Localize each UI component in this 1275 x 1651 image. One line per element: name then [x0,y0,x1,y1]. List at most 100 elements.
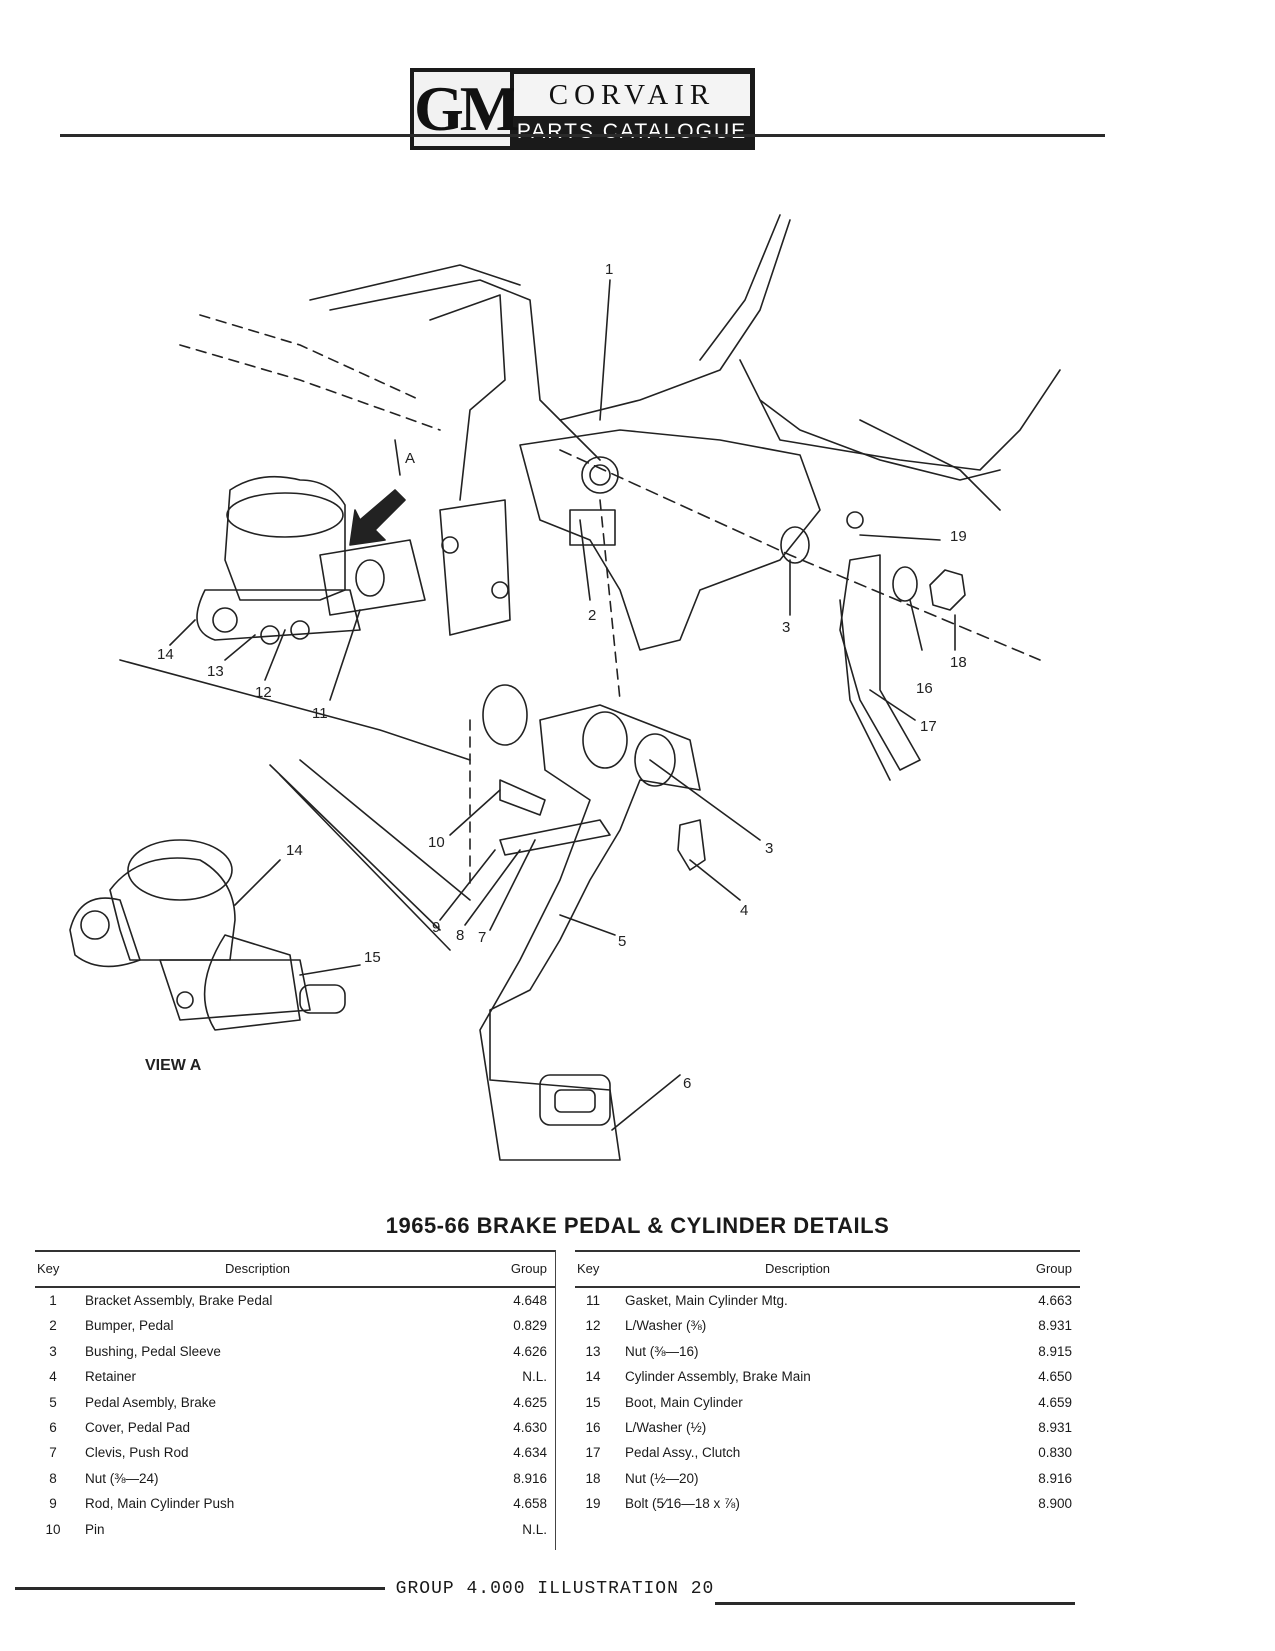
part-key: 11 [585,1293,600,1308]
pedal-bracket-shape [519,429,821,651]
callout-11: 11 [312,705,328,722]
part-description: Pin [85,1521,105,1537]
part-key: 3 [49,1343,57,1359]
part-group: 4.625 [513,1394,547,1410]
callout-3b: 3 [765,840,773,857]
callout-13: 13 [207,663,224,680]
part-group: 8.931 [1038,1318,1072,1334]
part-group: 4.626 [513,1343,547,1359]
callout-10: 10 [428,834,445,851]
table-header: Key Description Group [35,1250,555,1288]
callout-17: 17 [920,718,937,735]
part-group: 8.931 [1038,1419,1072,1435]
part-key: 19 [585,1496,601,1512]
body-panel-edge [309,264,521,301]
view-a-cylinder [109,857,236,961]
callout-4: 4 [740,902,748,919]
header-group: Group [510,1261,547,1276]
master-cylinder-shape [224,475,346,601]
part-group: 8.915 [1038,1343,1072,1359]
part-group: 4.648 [513,1293,547,1308]
callout-3: 3 [782,619,790,636]
part-group: 4.634 [513,1445,547,1461]
part-description: Bracket Assembly, Brake Pedal [85,1293,273,1308]
part-key: 18 [585,1470,601,1486]
table-divider [555,1250,556,1550]
table-header: Key Description Group [575,1250,1080,1288]
callout-14: 14 [157,646,174,663]
part-description: Bumper, Pedal [85,1318,174,1334]
header-key: Key [37,1261,60,1276]
clutch-pedal-shape [839,554,921,771]
part-description: L/Washer (⅜) [625,1318,707,1334]
header-description: Description [765,1261,831,1276]
gm-logo: GM [414,72,520,146]
part-description: Boot, Main Cylinder [625,1394,743,1410]
part-key: 7 [49,1445,57,1461]
callout-12: 12 [255,684,272,701]
part-group: 8.916 [1038,1470,1072,1486]
part-description: Nut (⅜—24) [85,1470,159,1486]
part-key: 14 [585,1369,601,1385]
table-row: 3 Bushing, Pedal Sleeve 4.626 [35,1339,555,1364]
part-group: N.L. [522,1521,547,1537]
part-description: Pedal Assy., Clutch [625,1445,741,1461]
part-key: 5 [49,1394,57,1410]
part-group: 0.829 [513,1318,547,1334]
part-group: N.L. [522,1369,547,1385]
view-a-label: VIEW A [145,1057,202,1074]
part-description: Rod, Main Cylinder Push [85,1496,235,1512]
callout-6: 6 [683,1075,691,1092]
callout-A: A [405,450,415,467]
part-key: 2 [49,1318,57,1334]
callout-14b: 14 [286,842,303,859]
table-row: 16 L/Washer (½) 8.931 [575,1415,1080,1440]
part-key: 1 [49,1293,57,1308]
part-description: Retainer [85,1369,137,1385]
part-description: Nut (½—20) [625,1470,699,1486]
parts-rows-left: 1 Bracket Assembly, Brake Pedal 4.648 2 Bump… [35,1288,555,1542]
brake-pedal-exploded-diagram: 1 2 3 3 4 5 6 7 8 9 10 11 12 13 14 14 15… [69,214,1061,1161]
callout-15: 15 [364,949,381,966]
part-group: 4.650 [1038,1369,1072,1385]
part-group: 4.658 [513,1496,547,1512]
table-row: 1 Bracket Assembly, Brake Pedal 4.648 [35,1288,555,1313]
catalogue-subtitle: PARTS CATALOGUE [516,120,748,143]
footer-rule-right [715,1602,1075,1605]
part-description: L/Washer (½) [625,1419,707,1435]
part-key: 16 [585,1419,601,1435]
part-key: 8 [49,1470,57,1486]
part-description: Bushing, Pedal Sleeve [85,1343,221,1359]
part-group: 4.663 [1038,1293,1072,1308]
part-key: 17 [585,1445,601,1461]
table-row: 2 Bumper, Pedal 0.829 [35,1313,555,1338]
callout-2: 2 [588,607,596,624]
page-title: 1965-66 BRAKE PEDAL & CYLINDER DETAILS [385,1213,890,1238]
part-key: 15 [585,1394,601,1410]
footer-rule-left [15,1587,385,1590]
header-rule [60,134,1105,137]
part-key: 6 [49,1419,57,1435]
part-description: Nut (⅜—16) [625,1343,699,1359]
callout-1: 1 [605,261,613,278]
callout-5: 5 [618,933,626,950]
catalogue-title: CORVAIR [514,74,750,116]
callout-18: 18 [950,654,967,671]
part-key: 10 [45,1521,61,1537]
header-group: Group [1035,1261,1072,1276]
part-description: Cover, Pedal Pad [85,1419,191,1435]
table-row: 10 Pin N.L. [35,1517,555,1542]
callout-7: 7 [478,929,486,946]
header-description: Description [225,1261,291,1276]
